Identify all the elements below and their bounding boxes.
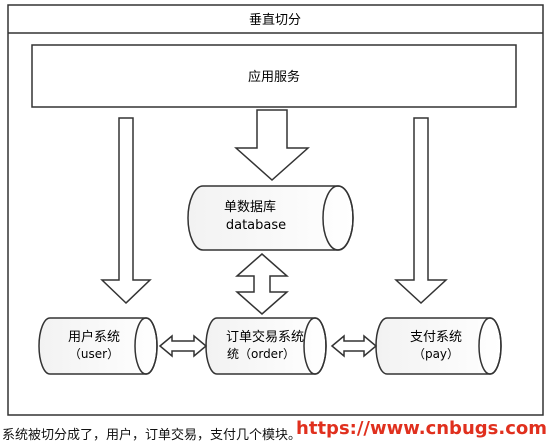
application-service-label: 应用服务 [248,69,300,85]
user-order-double-arrow [158,334,208,358]
order-system-label: 订单交易系统 [226,329,304,345]
application-service-box [31,44,517,108]
database-order-double-arrow [235,253,289,315]
order-pay-double-arrow [330,334,378,358]
order-system-cylinder [205,317,327,375]
arrow-to-user [100,117,152,305]
order-system-subtitle: 统（order） [227,347,295,361]
site-watermark: https://www.cnbugs.com [296,418,547,439]
diagram-title: 垂直切分 [249,13,301,28]
pay-system-cylinder [375,317,502,375]
pay-system-subtitle: （pay） [413,347,459,361]
user-system-subtitle: （user） [69,347,119,361]
arrow-to-database [234,109,310,182]
database-label: 单数据库 [224,199,276,215]
user-system-label: 用户系统 [68,329,120,345]
database-cylinder [187,185,354,251]
figure-caption: 系统被切分成了，用户，订单交易，支付几个模块。 [2,428,302,443]
user-system-cylinder [38,317,158,375]
database-subtitle: database [226,218,286,233]
arrow-to-pay [394,117,448,305]
pay-system-label: 支付系统 [410,330,462,345]
